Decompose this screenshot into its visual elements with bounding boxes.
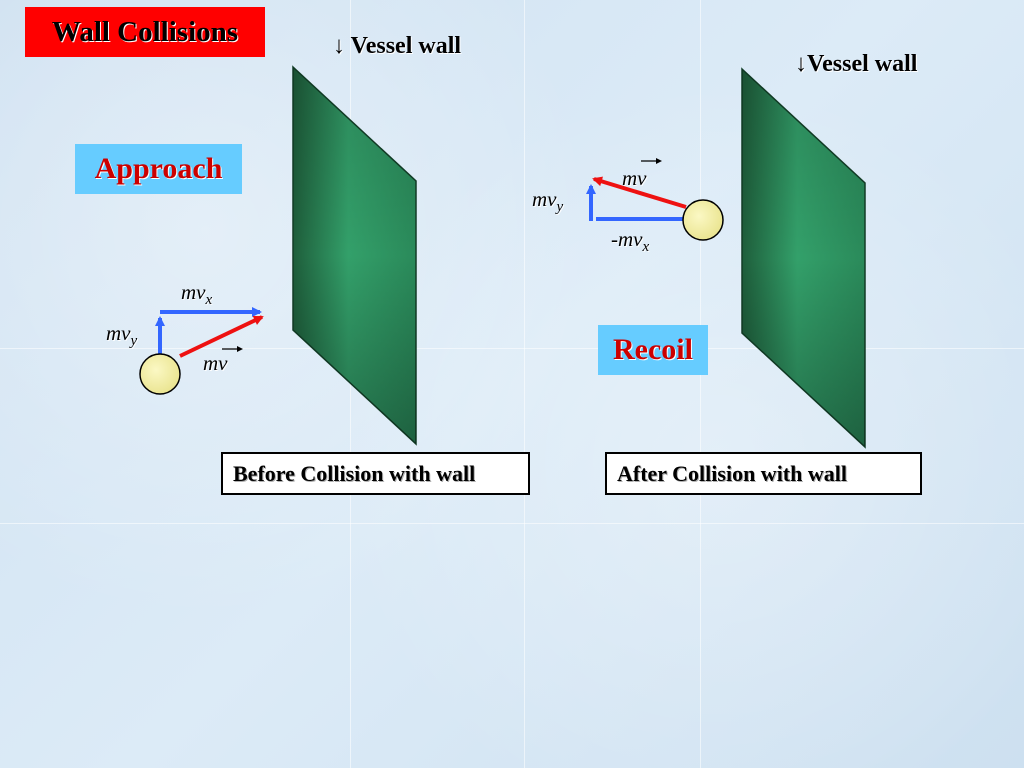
mv-x-sub: x [205,292,213,309]
mv-arrow-right [592,176,687,209]
mv-x-label-left: mvx [181,280,212,309]
mv-y-base: mv [532,187,557,211]
neg-mv-x-label-right: -mvx [611,227,649,256]
mv-text: mv [622,166,647,190]
approach-label: Approach [75,144,242,194]
mv-text: mv [203,351,228,375]
recoil-label: Recoil [598,325,708,375]
tile-line [0,523,1024,524]
vessel-wall-label-right: ↓Vessel wall [795,51,917,78]
tile-line [700,0,701,768]
vessel-wall-text-left: Vessel wall [350,33,462,59]
molecule-right [682,199,724,241]
recoil-label-text: Recoil [613,333,693,366]
vessel-wall-label-left: ↓ Vessel wall [333,33,461,60]
mv-y-base: mv [106,321,131,345]
vessel-wall-right [741,67,866,449]
molecule-left [139,353,181,395]
tile-line [0,348,1024,349]
caption-before-text: Before Collision with wall [233,460,476,486]
mv-y-sub: y [556,199,564,216]
mv-y-sub: y [130,333,138,350]
vessel-wall-text-right: Vessel wall [807,51,918,77]
vector-overline-right [641,158,662,164]
mv-label-left: mv [203,351,228,376]
approach-label-text: Approach [94,152,223,185]
mv-label-right: mv [622,166,647,191]
down-arrow-icon: ↓ [333,33,345,59]
mv-y-label-right: mvy [532,187,563,216]
mv-x-base: mv [181,280,206,304]
neg-mv-x-base: -mv [611,227,643,251]
mv-arrow-left [179,315,264,358]
tile-line [524,0,525,768]
slide-title: Wall Collisions [25,7,265,57]
vessel-wall-left [292,65,417,446]
caption-after-text: After Collision with wall [617,460,847,486]
caption-before: Before Collision with wall [221,452,530,495]
neg-mv-x-sub: x [642,239,650,256]
down-arrow-icon: ↓ [795,51,807,77]
caption-after: After Collision with wall [605,452,922,495]
slide-title-text: Wall Collisions [51,15,239,48]
vector-overline-left [222,346,243,352]
mv-y-label-left: mvy [106,321,137,350]
